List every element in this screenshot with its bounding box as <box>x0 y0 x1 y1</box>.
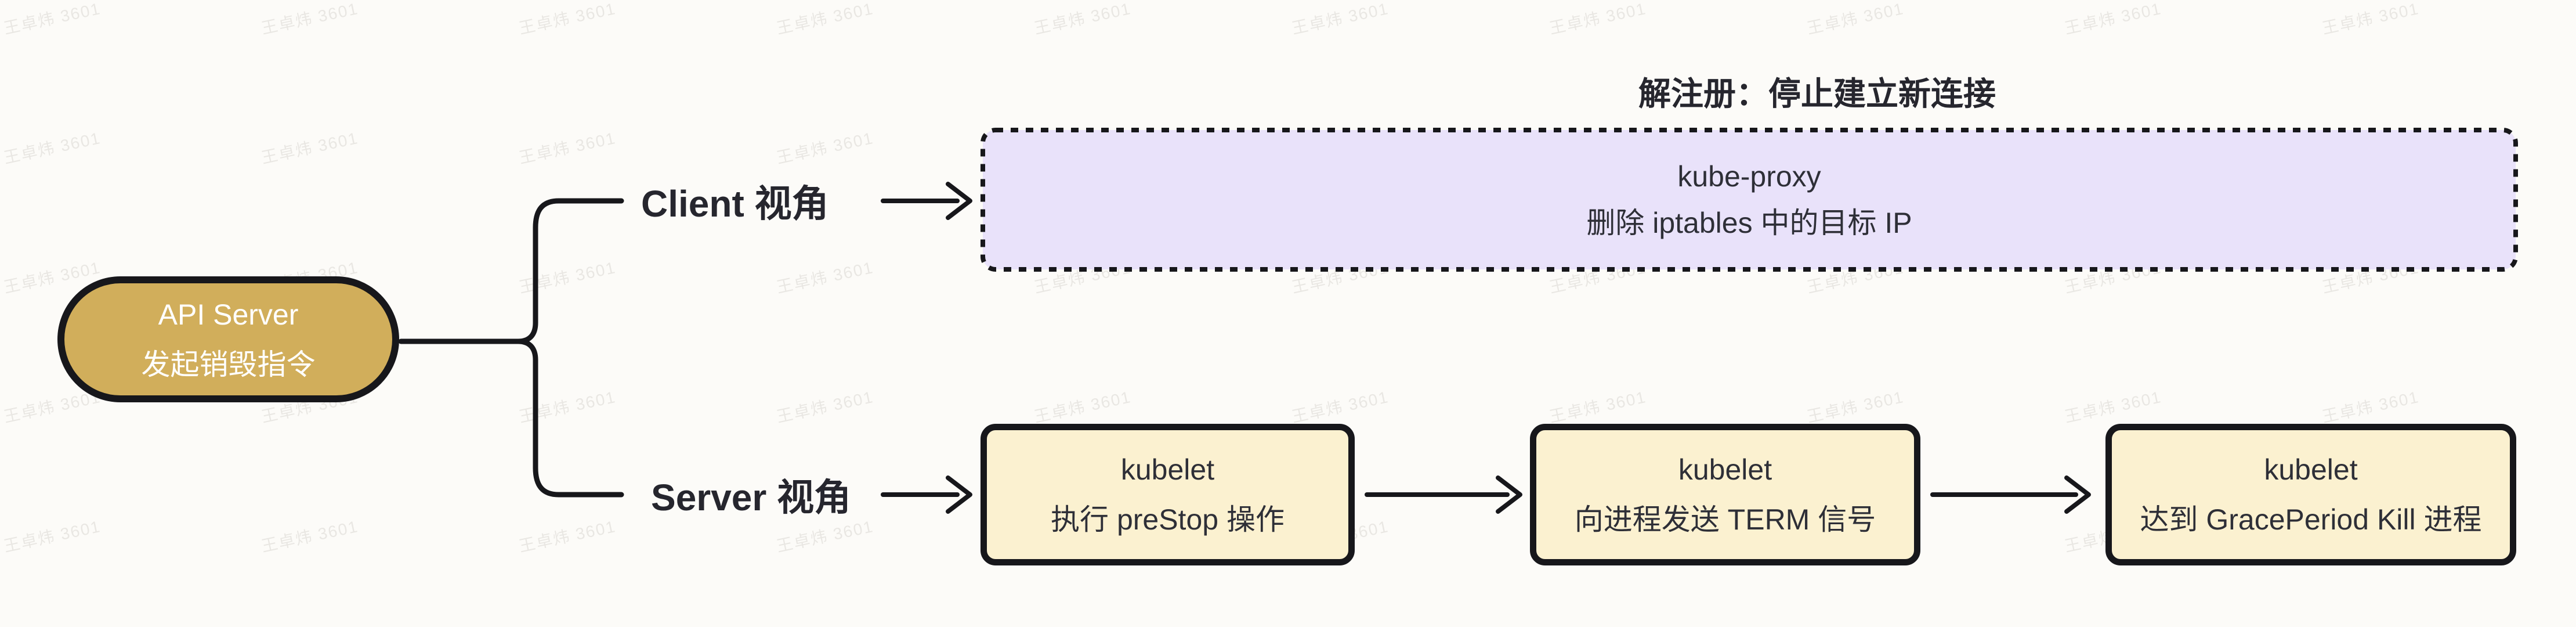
deregister-annotation: 解注册：停止建立新连接 <box>1638 75 1996 112</box>
step-node-term-signal[interactable]: kubelet 向进程发送 TERM 信号 <box>1530 424 1920 565</box>
step-node-prestop-title: kubelet <box>1120 453 1215 486</box>
watermark: 王卓炜 3601 <box>1290 0 1391 38</box>
watermark: 王卓炜 3601 <box>517 0 618 38</box>
watermark: 王卓炜 3601 <box>259 517 360 556</box>
step-node-graceperiod-kill-desc: 达到 GracePeriod Kill 进程 <box>2140 503 2482 536</box>
watermark: 王卓炜 3601 <box>259 128 360 167</box>
watermark: 王卓炜 3601 <box>1032 387 1133 426</box>
watermark: 王卓炜 3601 <box>775 128 875 167</box>
watermark: 王卓炜 3601 <box>2 387 103 426</box>
root-node-title: API Server <box>158 298 299 331</box>
watermark: 王卓炜 3601 <box>1290 387 1391 426</box>
watermark: 王卓炜 3601 <box>2320 387 2421 426</box>
watermark: 王卓炜 3601 <box>517 258 618 297</box>
step-node-graceperiod-kill[interactable]: kubelet 达到 GracePeriod Kill 进程 <box>2105 424 2516 565</box>
kube-proxy-node-desc: 删除 iptables 中的目标 IP <box>1586 207 1912 239</box>
watermark: 王卓炜 3601 <box>1805 387 1906 426</box>
watermark: 王卓炜 3601 <box>775 387 875 426</box>
watermark: 王卓炜 3601 <box>1032 0 1133 38</box>
kube-proxy-node-title: kube-proxy <box>1677 160 1821 193</box>
watermark: 王卓炜 3601 <box>2 0 103 38</box>
root-node-subtitle: 发起销毁指令 <box>141 348 316 381</box>
watermark: 王卓炜 3601 <box>775 0 875 38</box>
watermark: 王卓炜 3601 <box>775 517 875 556</box>
watermark: 王卓炜 3601 <box>1805 0 1906 38</box>
kube-proxy-node[interactable]: kube-proxy 删除 iptables 中的目标 IP <box>983 130 2516 269</box>
watermark: 王卓炜 3601 <box>1547 0 1648 38</box>
watermark: 王卓炜 3601 <box>259 0 360 38</box>
step-node-term-signal-title: kubelet <box>1678 453 1772 486</box>
step-node-prestop[interactable]: kubelet 执行 preStop 操作 <box>981 424 1355 565</box>
branch-label-client[interactable]: Client 视角 <box>641 183 829 225</box>
step-node-prestop-desc: 执行 preStop 操作 <box>1051 503 1285 536</box>
watermark: 王卓炜 3601 <box>517 517 618 556</box>
watermark: 王卓炜 3601 <box>2320 0 2421 38</box>
root-node-api-server[interactable]: API Server 发起销毁指令 <box>57 276 399 402</box>
watermark: 王卓炜 3601 <box>2 128 103 167</box>
step-node-term-signal-desc: 向进程发送 TERM 信号 <box>1574 503 1876 536</box>
watermark: 王卓炜 3601 <box>517 128 618 167</box>
watermark: 王卓炜 3601 <box>2 517 103 556</box>
branch-label-server[interactable]: Server 视角 <box>651 477 852 518</box>
watermark: 王卓炜 3601 <box>2063 0 2163 38</box>
watermark: 王卓炜 3601 <box>1547 387 1648 426</box>
step-node-graceperiod-kill-title: kubelet <box>2264 453 2358 486</box>
watermark: 王卓炜 3601 <box>517 387 618 426</box>
watermark: 王卓炜 3601 <box>2063 387 2163 426</box>
watermark: 王卓炜 3601 <box>775 258 875 297</box>
